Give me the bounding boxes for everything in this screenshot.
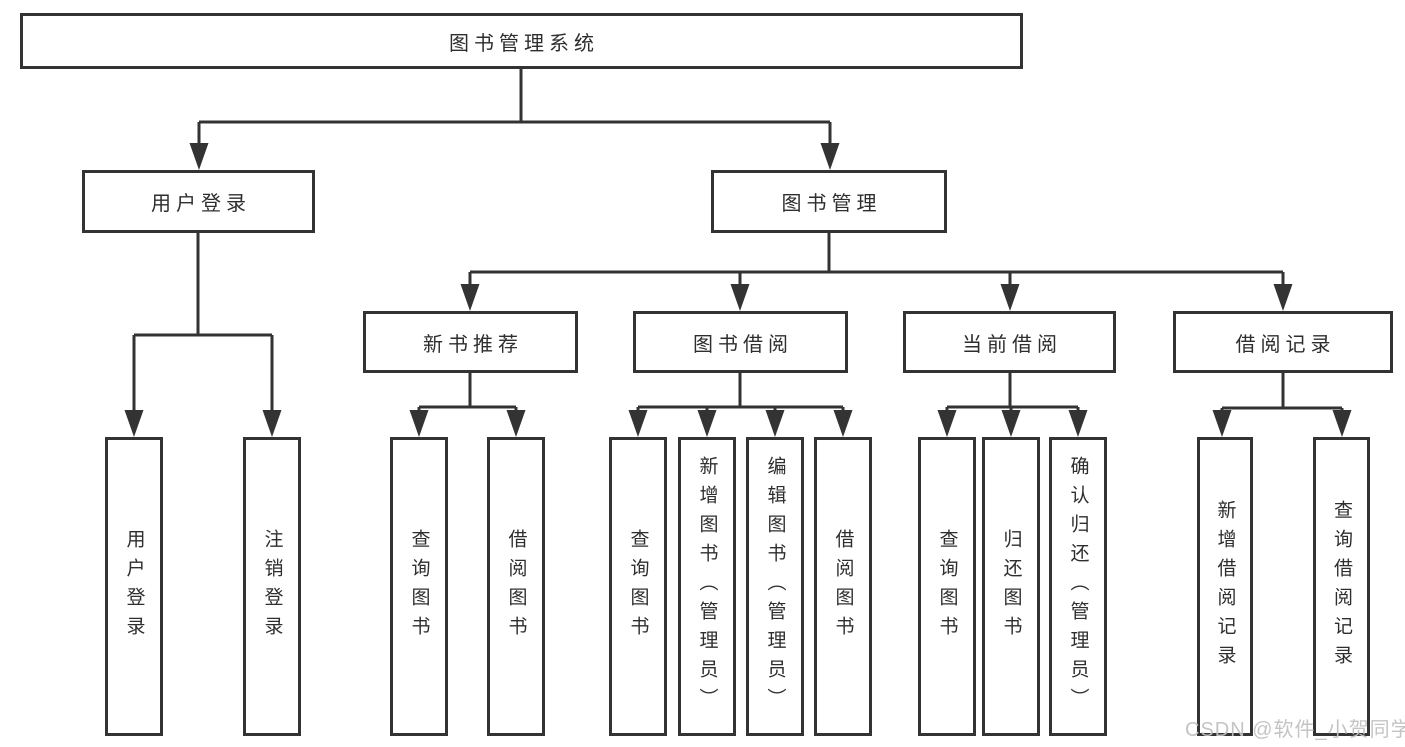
leaf-borrow-books-recommend: 借阅图书 <box>487 437 545 736</box>
node-book-management: 图书管理 <box>711 170 947 233</box>
leaf-add-book-admin: 新增图书（管理员） <box>678 437 736 736</box>
node-new-book-recommendation: 新书推荐 <box>363 311 578 373</box>
node-current-borrowing: 当前借阅 <box>903 311 1116 373</box>
node-borrowing-records: 借阅记录 <box>1173 311 1393 373</box>
node-book-borrowing: 图书借阅 <box>633 311 848 373</box>
leaf-return-books: 归还图书 <box>982 437 1040 736</box>
leaf-search-books-borrowing: 查询图书 <box>609 437 667 736</box>
leaf-logout: 注销登录 <box>243 437 301 736</box>
leaf-search-borrow-record: 查询借阅记录 <box>1313 437 1370 736</box>
node-root: 图书管理系统 <box>20 13 1023 69</box>
leaf-confirm-return-admin: 确认归还（管理员） <box>1049 437 1107 736</box>
watermark: CSDN @软件_小贺同学 <box>1185 719 1405 741</box>
leaf-add-borrow-record: 新增借阅记录 <box>1197 437 1253 736</box>
leaf-user-login: 用户登录 <box>105 437 163 736</box>
leaf-borrow-books-borrowing: 借阅图书 <box>814 437 872 736</box>
node-user-login: 用户登录 <box>82 170 315 233</box>
leaf-edit-book-admin: 编辑图书（管理员） <box>746 437 804 736</box>
leaf-search-books-recommend: 查询图书 <box>390 437 448 736</box>
leaf-search-books-current: 查询图书 <box>918 437 976 736</box>
